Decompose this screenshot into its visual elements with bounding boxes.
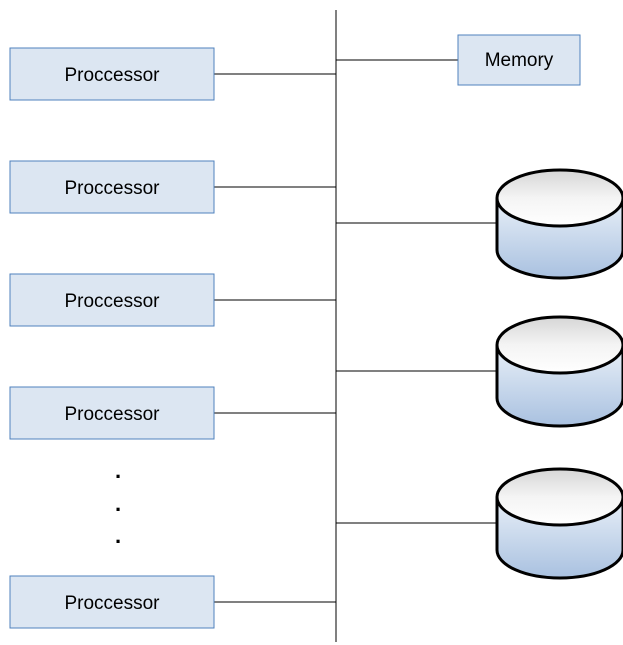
processor-label: Proccessor — [64, 593, 160, 614]
processor-label: Proccessor — [64, 178, 160, 199]
processor-node: Proccessor — [9, 160, 215, 214]
ellipsis-dot: . — [115, 458, 121, 483]
ellipsis-dot: . — [115, 491, 121, 516]
processor-node: Proccessor — [9, 47, 215, 101]
ellipsis-dot: . — [115, 523, 121, 548]
disk-icon — [495, 168, 623, 280]
processor-label: Proccessor — [64, 65, 160, 86]
disk-icon — [495, 315, 623, 428]
disk-icon — [495, 467, 623, 580]
processor-node: Proccessor — [9, 273, 215, 327]
processor-label: Proccessor — [64, 291, 160, 312]
memory-node: Memory — [457, 34, 581, 86]
processor-label: Proccessor — [64, 404, 160, 425]
processor-node: Proccessor — [9, 386, 215, 440]
memory-label: Memory — [485, 50, 554, 71]
processor-node: Proccessor — [9, 575, 215, 629]
